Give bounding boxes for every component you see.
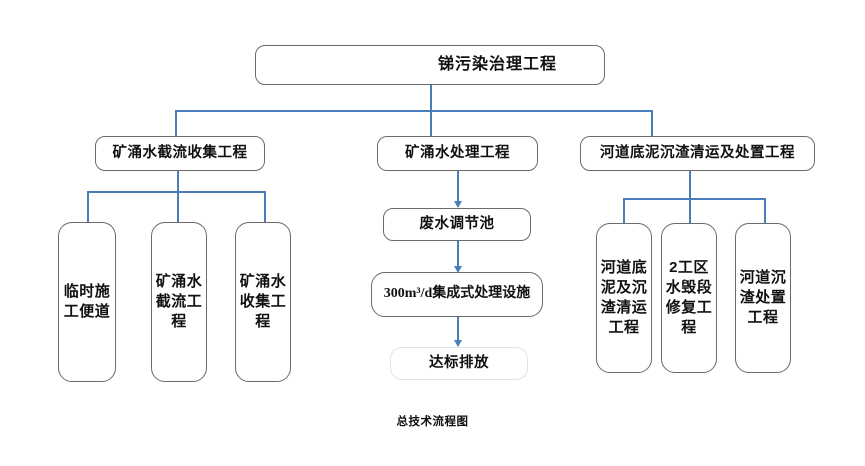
connector-collection-child-2 (177, 191, 179, 223)
connector-collection-child-1 (87, 191, 89, 223)
connector-bus-drop-center (430, 110, 432, 138)
connector-bus-drop-left (175, 110, 177, 138)
connector-collection-bus (87, 191, 266, 193)
arrow-facility-to-discharge (454, 340, 462, 347)
node-equalization-tank: 废水调节池 (383, 208, 531, 241)
connector-collection-drop (177, 171, 179, 193)
node-temp-road-label: 临时施工便道 (63, 283, 111, 320)
node-collection: 矿涌水截流收集工程 (95, 136, 265, 171)
connector-river-drop (689, 171, 691, 200)
node-sludge-disposal-label: 河道沉渣处置工程 (739, 269, 787, 326)
node-interception-label: 矿涌水截流工程 (155, 273, 203, 330)
node-river: 河道底泥沉渣清运及处置工程 (580, 136, 815, 171)
node-sludge-disposal: 河道沉渣处置工程 (735, 223, 791, 373)
connector-river-child-3 (764, 198, 766, 224)
arrow-tank-to-facility (454, 266, 462, 273)
connector-root-drop (430, 85, 432, 111)
connector-treatment-to-tank (457, 171, 459, 204)
figure-caption: 总技术流程图 (396, 416, 469, 428)
connector-main-bus (175, 110, 653, 112)
connector-facility-to-discharge (457, 316, 459, 344)
connector-tank-to-facility (457, 240, 459, 270)
connector-collection-child-3 (264, 191, 266, 223)
node-interception: 矿涌水截流工程 (151, 222, 207, 382)
node-treatment: 矿涌水处理工程 (377, 136, 538, 171)
node-flood-repair-label: 2工区水毁段修复工程 (665, 259, 713, 336)
node-sediment-removal-label: 河道底泥及沉渣清运工程 (600, 259, 648, 336)
node-flood-repair: 2工区水毁段修复工程 (661, 223, 717, 373)
node-root: 锑污染治理工程 (255, 45, 605, 85)
node-integrated-facility: 300m³/d集成式处理设施 (371, 272, 543, 317)
arrow-treatment-to-tank (454, 201, 462, 208)
node-water-collection-label: 矿涌水收集工程 (239, 273, 287, 330)
connector-river-bus (623, 198, 766, 200)
node-compliant-discharge: 达标排放 (390, 347, 528, 380)
connector-river-child-2 (689, 198, 691, 224)
node-water-collection: 矿涌水收集工程 (235, 222, 291, 382)
connector-river-child-1 (623, 198, 625, 224)
node-temp-road: 临时施工便道 (58, 222, 116, 382)
connector-bus-drop-right (651, 110, 653, 138)
node-sediment-removal: 河道底泥及沉渣清运工程 (596, 223, 652, 373)
